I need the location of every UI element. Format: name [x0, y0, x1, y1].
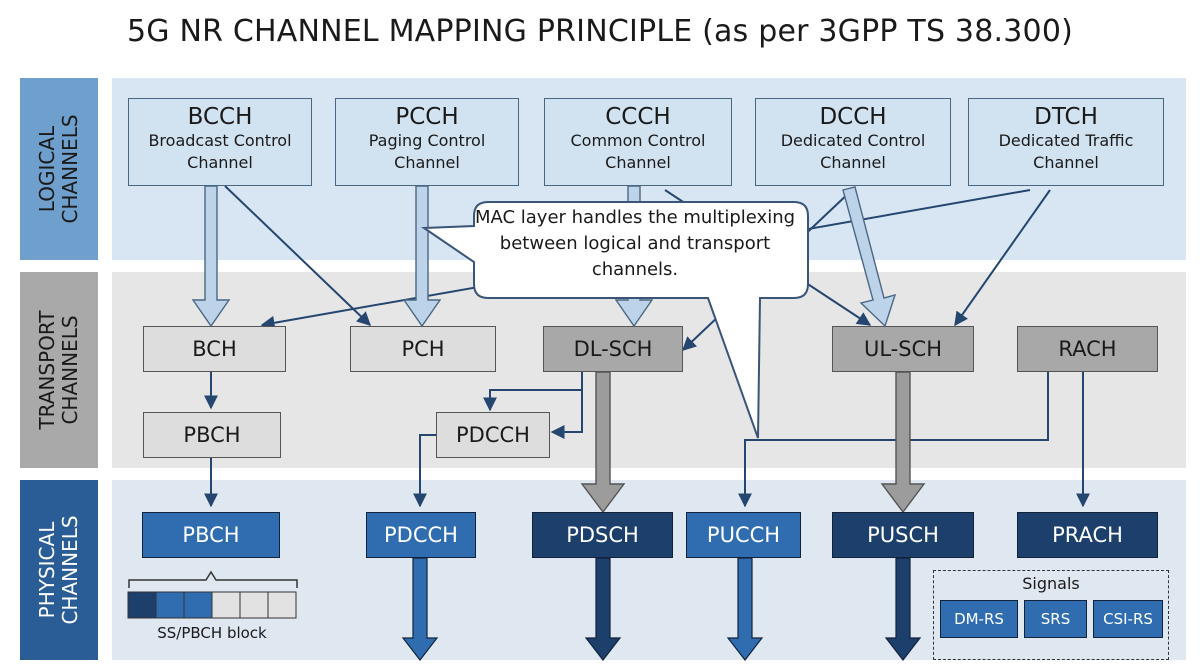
dcch-to-ulsch-hollow-arrow [842, 186, 897, 328]
ss-block-cell [155, 591, 185, 619]
pdcch-down-arrow [401, 557, 439, 661]
ss-block-cell [267, 591, 297, 619]
logical-channel-bcch: BCCH Broadcast Control Channel [128, 98, 312, 186]
transport-channel-pbch: PBCH [143, 412, 281, 458]
ss-block-cell [239, 591, 269, 619]
dlsch-to-pdsch-thick-arrow [580, 371, 626, 514]
physical-channel-pdcch: PDCCH [366, 512, 476, 558]
pdsch-down-arrow [584, 557, 622, 661]
dlsch-to-pdcch-arrow [483, 372, 583, 412]
bcch-to-pch-arrow [224, 185, 372, 326]
pcch-to-pch-hollow-arrow [402, 185, 442, 328]
physical-layer-label: PHYSICAL CHANNELS [20, 480, 98, 660]
transport-channel-bch: BCH [143, 326, 286, 372]
ss-block-cell [127, 591, 157, 619]
physical-channel-pbch: PBCH [142, 512, 280, 558]
physical-channel-pdsch: PDSCH [532, 512, 673, 558]
logical-channel-dcch: DCCH Dedicated Control Channel [755, 98, 951, 186]
logical-layer-label: LOGICAL CHANNELS [20, 78, 98, 260]
pucch-down-arrow [726, 557, 764, 661]
transport-channel-dl-sch: DL-SCH [543, 326, 683, 372]
transport-channel-pch: PCH [350, 326, 496, 372]
diagram-title: 5G NR CHANNEL MAPPING PRINCIPLE (as per … [126, 14, 1074, 49]
logical-channel-dtch: DTCH Dedicated Traffic Channel [968, 98, 1164, 186]
signal-srs: SRS [1024, 600, 1087, 638]
physical-channel-pucch: PUCCH [686, 512, 801, 558]
signal-csi-rs: CSI-RS [1093, 600, 1163, 638]
signals-title: Signals [1022, 574, 1080, 593]
signal-dm-rs: DM-RS [940, 600, 1018, 638]
logical-channel-ccch: CCCH Common Control Channel [544, 98, 732, 186]
transport-channel-ul-sch: UL-SCH [832, 326, 974, 372]
ss-block-cell [211, 591, 241, 619]
mac-callout-text: MAC layer handles the multiplexing betwe… [474, 207, 796, 280]
ss-block-label: SS/PBCH block [157, 624, 267, 642]
pusch-down-arrow [884, 557, 922, 661]
logical-channel-pcch: PCCH Paging Control Channel [335, 98, 519, 186]
ss-block-cell [183, 591, 213, 619]
dlsch-to-pdcch-side-arrow [550, 390, 583, 439]
signals-group [933, 570, 1169, 660]
pdcch-to-pdcch-arrow [413, 434, 436, 508]
bcch-to-bch-hollow-arrow [191, 185, 231, 328]
physical-channel-prach: PRACH [1017, 512, 1158, 558]
transport-channel-pdcch: PDCCH [436, 412, 550, 458]
dtch-to-ulsch-arrow [954, 189, 1051, 327]
ulsch-to-pusch-thick-arrow [880, 371, 926, 514]
transport-layer-label: TRANSPORT CHANNELS [20, 272, 98, 468]
transport-channel-rach: RACH [1017, 326, 1158, 372]
ss-block-brace [128, 570, 298, 588]
physical-channel-pusch: PUSCH [832, 512, 974, 558]
